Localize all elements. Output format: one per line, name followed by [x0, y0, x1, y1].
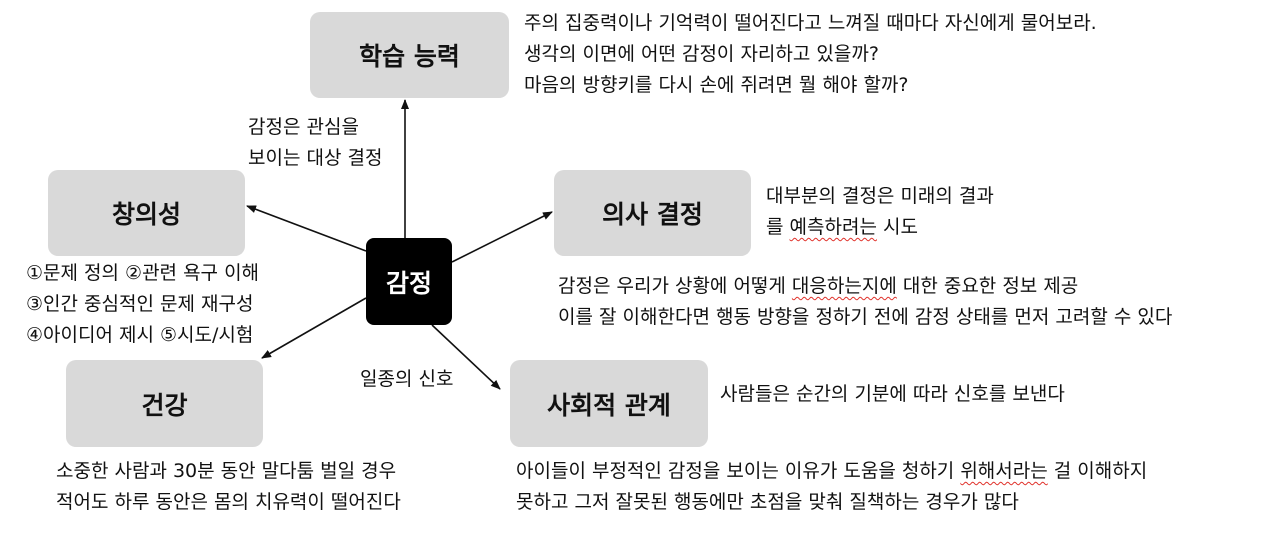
note-decision: 대부분의 결정은 미래의 결과 를 예측하려는 시도	[766, 181, 994, 243]
node-creativity-label: 창의성	[111, 200, 181, 229]
center-node-label: 감정	[385, 268, 432, 298]
note-learning-line-1: 주의 집중력이나 기억력이 떨어진다고 느껴질 때마다 자신에게 물어보라.	[524, 12, 1097, 34]
note-social-line-1: 사람들은 순간의 기분에 따라 신호를 보낸다	[720, 383, 1065, 405]
note-decision-line-2: 를 예측하려는 시도	[766, 212, 994, 243]
note-health: 소중한 사람과 30분 동안 말다툼 벌일 경우 적어도 하루 동안은 몸의 치…	[56, 456, 401, 518]
note-social-detail-line-1-marked: 위해서라는	[960, 460, 1048, 482]
note-social-detail: 아이들이 부정적인 감정을 보이는 이유가 도움을 청하기 위해서라는 걸 이해…	[516, 456, 1147, 518]
note-decision-line-2-pre: 를	[766, 216, 790, 238]
note-decision-line-2-marked: 예측하려는	[789, 216, 877, 238]
note-creativity-line-1: ①문제 정의 ②관련 욕구 이해	[26, 262, 260, 284]
arrow-to-social	[431, 324, 501, 390]
edge-label-learning-line-1: 감정은 관심을	[248, 116, 359, 138]
arrow-to-decision	[451, 211, 553, 263]
note-social: 사람들은 순간의 기분에 따라 신호를 보낸다	[720, 379, 1065, 410]
note-decision-detail-line-1-marked: 대응하는지에	[791, 275, 897, 297]
edge-label-learning-line-2: 보이는 대상 결정	[248, 147, 383, 169]
note-decision-detail-line-1-pre: 감정은 우리가 상황에 어떻게	[558, 275, 792, 297]
note-decision-detail: 감정은 우리가 상황에 어떻게 대응하는지에 대한 중요한 정보 제공 이를 잘…	[558, 271, 1172, 333]
note-social-detail-line-1-post: 걸 이해하지	[1047, 460, 1148, 482]
arrow-to-creativity	[246, 205, 367, 252]
node-social-relations: 사회적 관계	[510, 360, 708, 447]
node-decision-making: 의사 결정	[554, 170, 751, 256]
note-learning: 주의 집중력이나 기억력이 떨어진다고 느껴질 때마다 자신에게 물어보라. 생…	[524, 8, 1097, 101]
center-node-emotion: 감정	[366, 238, 452, 325]
arrow-to-health	[261, 297, 367, 359]
node-creativity: 창의성	[48, 170, 245, 256]
note-health-line-1: 소중한 사람과 30분 동안 말다툼 벌일 경우	[56, 460, 397, 482]
edge-label-learning: 감정은 관심을 보이는 대상 결정	[248, 112, 382, 174]
edge-label-social-line-1: 일종의 신호	[360, 368, 454, 390]
note-creativity: ①문제 정의 ②관련 욕구 이해 ③인간 중심적인 문제 재구성 ④아이디어 제…	[26, 258, 259, 351]
note-creativity-line-2: ③인간 중심적인 문제 재구성	[26, 293, 254, 315]
note-creativity-line-3: ④아이디어 제시 ⑤시도/시험	[26, 324, 254, 346]
note-learning-line-2: 생각의 이면에 어떤 감정이 자리하고 있을까?	[524, 43, 879, 65]
note-learning-line-3: 마음의 방향키를 다시 손에 쥐려면 뭘 해야 할까?	[524, 74, 909, 96]
note-decision-detail-line-1: 감정은 우리가 상황에 어떻게 대응하는지에 대한 중요한 정보 제공	[558, 271, 1172, 302]
note-decision-detail-line-1-post: 대한 중요한 정보 제공	[896, 275, 1079, 297]
note-social-detail-line-2: 못하고 그저 잘못된 행동에만 초점을 맞춰 질책하는 경우가 많다	[516, 491, 1019, 513]
node-health-label: 건강	[141, 390, 188, 420]
note-decision-detail-line-2: 이를 잘 이해한다면 행동 방향을 정하기 전에 감정 상태를 먼저 고려할 수…	[558, 306, 1173, 328]
note-social-detail-line-1-pre: 아이들이 부정적인 감정을 보이는 이유가 도움을 청하기	[516, 460, 961, 482]
node-learning-label: 학습 능력	[359, 42, 460, 71]
note-decision-line-2-post: 시도	[876, 216, 918, 238]
node-decision-label: 의사 결정	[602, 200, 703, 229]
note-social-detail-line-1: 아이들이 부정적인 감정을 보이는 이유가 도움을 청하기 위해서라는 걸 이해…	[516, 456, 1147, 487]
note-health-line-2: 적어도 하루 동안은 몸의 치유력이 떨어진다	[56, 491, 401, 513]
node-learning-ability: 학습 능력	[310, 12, 509, 98]
note-decision-line-1: 대부분의 결정은 미래의 결과	[766, 185, 994, 207]
node-social-label: 사회적 관계	[547, 390, 671, 420]
edge-label-social: 일종의 신호	[360, 364, 453, 395]
node-health: 건강	[66, 360, 263, 447]
